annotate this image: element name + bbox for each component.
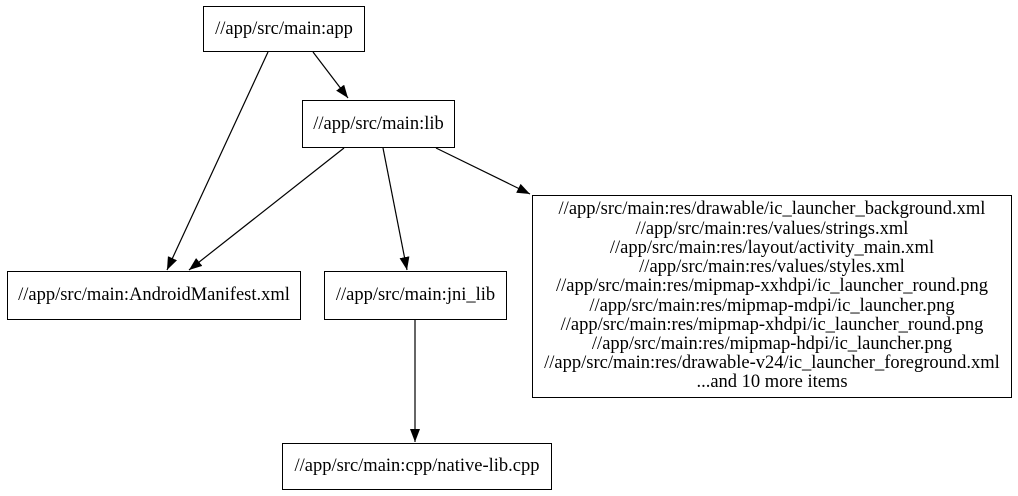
node-android-manifest: //app/src/main:AndroidManifest.xml <box>7 271 301 320</box>
node-jni-lib-label: //app/src/main:jni_lib <box>335 285 496 305</box>
edge-lib-to-res-files <box>435 147 531 195</box>
node-res-files: //app/src/main:res/drawable/ic_launcher_… <box>532 195 1012 398</box>
node-android-manifest-label: //app/src/main:AndroidManifest.xml <box>18 285 290 305</box>
res-file-line: //app/src/main:res/mipmap-hdpi/ic_launch… <box>591 333 953 354</box>
res-file-line: ...and 10 more items <box>696 372 848 393</box>
res-file-line: //app/src/main:res/layout/activity_main.… <box>609 237 935 258</box>
edge-lib-to-android-manifest <box>188 147 345 271</box>
res-file-line: //app/src/main:res/mipmap-xxhdpi/ic_laun… <box>555 276 989 297</box>
node-native-lib-cpp-label: //app/src/main:cpp/native-lib.cpp <box>294 456 540 476</box>
node-lib-label: //app/src/main:lib <box>313 113 444 134</box>
node-native-lib-cpp: //app/src/main:cpp/native-lib.cpp <box>282 443 552 490</box>
res-file-line: //app/src/main:res/values/strings.xml <box>635 218 909 239</box>
res-file-line: //app/src/main:res/mipmap-xhdpi/ic_launc… <box>560 314 984 335</box>
res-file-line: //app/src/main:res/values/styles.xml <box>639 257 905 278</box>
edge-app-to-lib <box>312 51 349 99</box>
edge-app-to-android-manifest <box>166 51 269 271</box>
res-file-line: //app/src/main:res/mipmap-mdpi/ic_launch… <box>589 295 955 316</box>
node-app: //app/src/main:app <box>203 6 365 52</box>
res-file-line: //app/src/main:res/drawable/ic_launcher_… <box>558 199 986 220</box>
edge-lib-to-jni-lib <box>382 147 410 271</box>
res-file-line: //app/src/main:res/drawable-v24/ic_launc… <box>544 353 1000 374</box>
node-app-label: //app/src/main:app <box>215 18 353 39</box>
node-lib: //app/src/main:lib <box>302 100 455 148</box>
node-jni-lib: //app/src/main:jni_lib <box>324 271 507 320</box>
